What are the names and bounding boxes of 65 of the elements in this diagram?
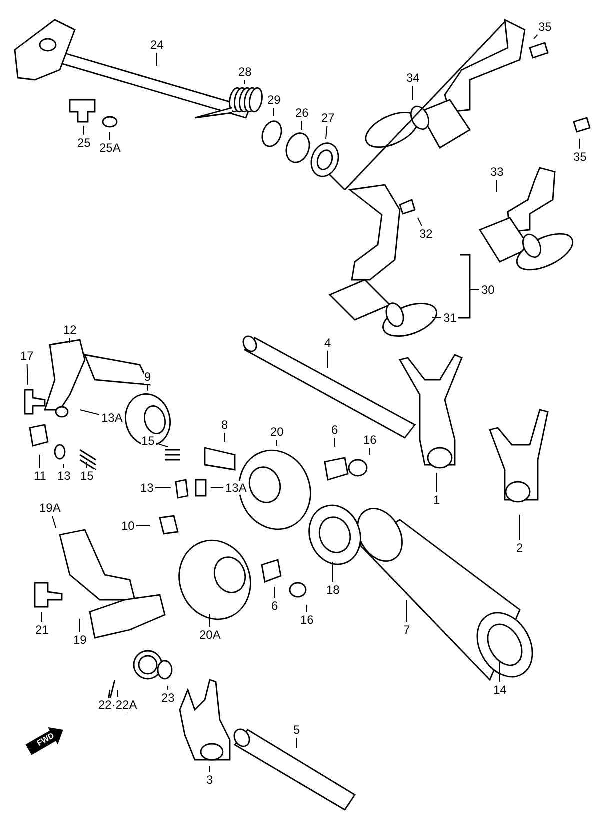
callout-number: 26 — [294, 106, 310, 120]
callout-number: 25A — [98, 141, 122, 155]
callout-number: 7 — [402, 623, 412, 637]
callout-number: 24 — [150, 38, 165, 52]
callout-number: 16 — [362, 433, 378, 447]
leader-line — [412, 86, 414, 100]
callout-number: 13A — [100, 411, 124, 425]
callout-number: 28 — [238, 65, 253, 79]
callout-number: 13 — [140, 481, 155, 495]
leader-line — [326, 126, 328, 140]
callout-number: 25 — [76, 136, 92, 150]
callout-number: 6 — [330, 423, 340, 437]
callout-number: 16 — [300, 613, 315, 627]
callout-number: 5 — [292, 723, 302, 737]
leader-line — [332, 562, 334, 582]
callout-number: 1 — [432, 493, 442, 507]
callout-number: 8 — [220, 418, 230, 432]
callout-number: 21 — [34, 623, 50, 637]
leader-line — [334, 438, 336, 448]
leader-line — [296, 738, 298, 748]
callout-number: 23 — [160, 691, 176, 705]
callout-number: 15 — [140, 434, 156, 448]
callout-number: 20 — [270, 425, 285, 439]
leader-line — [52, 516, 56, 528]
callout-number: 13A — [224, 481, 248, 495]
leader-line — [244, 80, 246, 84]
callout-number: 30 — [480, 283, 496, 297]
callout-number: 4 — [324, 336, 332, 350]
callout-number: 3 — [206, 773, 214, 787]
leader-line — [26, 364, 28, 386]
callout-number: 11 — [33, 469, 48, 483]
callout-number: 13 — [56, 469, 72, 483]
callout-number: 2 — [516, 541, 524, 555]
callout-number: 35 — [572, 150, 588, 164]
leader-line — [406, 600, 408, 622]
callout-number: 14 — [492, 683, 508, 697]
callout-number: 32 — [418, 227, 434, 241]
leader-line — [534, 34, 538, 40]
leader-line — [276, 440, 278, 446]
leader-line — [86, 462, 88, 468]
callout-number: 10 — [120, 519, 136, 533]
leader-line — [80, 410, 100, 416]
leader-line — [418, 218, 422, 226]
callout-number: 19A — [38, 501, 62, 515]
leader-line — [496, 180, 498, 192]
callout-number: 19 — [72, 633, 88, 647]
leader-line — [436, 472, 438, 492]
callout-number: 35 — [538, 20, 553, 34]
callout-number: 12 — [62, 323, 78, 337]
callout-number: 17 — [20, 349, 35, 363]
leader-line — [274, 586, 276, 598]
callout-number: 34 — [406, 71, 421, 85]
callout-number: 15 — [80, 469, 95, 483]
leader-line — [224, 432, 226, 442]
leader-line — [156, 52, 158, 66]
leader-line — [156, 443, 168, 448]
callout-number: 27 — [320, 111, 336, 125]
callout-number: 6 — [270, 599, 280, 613]
callout-number: 31 — [442, 311, 458, 325]
callout-number: 29 — [266, 93, 282, 107]
callout-number: 20A — [198, 628, 222, 642]
leader-line — [306, 604, 308, 612]
callout-number: 33 — [490, 165, 505, 179]
callout-number: 18 — [326, 583, 341, 597]
callout-number: 22·22A — [98, 698, 138, 712]
